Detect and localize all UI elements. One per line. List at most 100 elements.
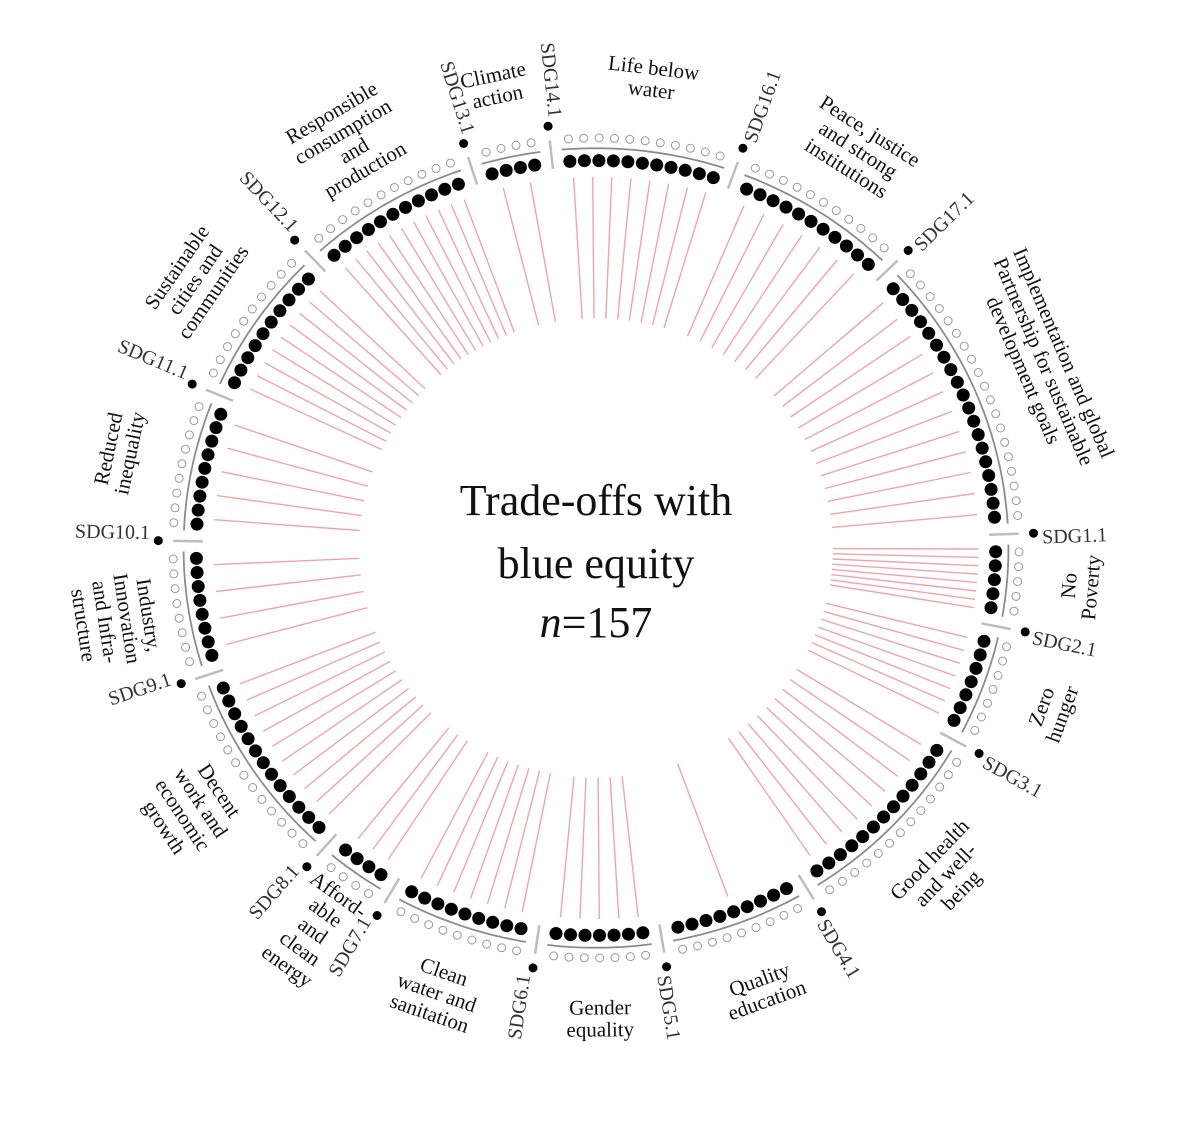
target-marker-sdg3: [895, 828, 905, 838]
target-marker-sdg4: [765, 917, 775, 927]
trade-off-link-sdg3: [757, 715, 858, 820]
target-anchor-sdg10: [153, 536, 163, 546]
target-marker-sdg7: [351, 880, 361, 890]
target-dot-sdg17: [988, 510, 1001, 524]
goal-label-line: water: [627, 75, 676, 104]
target-dot-sdg17: [984, 482, 998, 496]
target-dot-sdg4: [699, 914, 713, 927]
target-dot-sdg13: [528, 158, 542, 172]
target-dot-sdg9: [195, 607, 209, 621]
target-marker-sdg14: [685, 143, 695, 153]
target-marker-sdg4: [693, 941, 703, 951]
target-marker-sdg2: [976, 712, 986, 722]
trade-off-link-sdg17: [827, 471, 971, 502]
target-marker-sdg3: [952, 757, 962, 767]
target-dot-sdg8: [292, 800, 306, 814]
target-dot-sdg2: [964, 675, 978, 689]
target-marker-sdg13: [511, 140, 521, 150]
target-dot-sdg4: [727, 905, 741, 919]
target-marker-sdg12: [326, 224, 336, 234]
target-marker-sdg4: [793, 904, 803, 913]
trade-off-link-sdg1: [832, 563, 978, 575]
trade-off-link-sdg3: [774, 698, 886, 792]
target-dot-sdg2: [947, 713, 961, 727]
target-dot-sdg9: [190, 566, 204, 579]
target-dot-sdg8: [265, 767, 278, 781]
target-marker-sdg7: [326, 863, 336, 873]
target-marker-sdg17: [916, 280, 925, 290]
target-marker-sdg6: [452, 930, 462, 940]
arc-sdg17: [896, 274, 1009, 524]
separator-sdg6: [533, 925, 541, 954]
trade-off-link-sdg8: [282, 679, 403, 762]
trade-off-link-sdg10: [214, 519, 360, 532]
target-marker-sdg17: [925, 292, 935, 302]
trade-off-link-sdg2: [818, 626, 956, 677]
goal-label-line: Poverty: [1076, 553, 1105, 621]
target-anchor-sdg3: [974, 749, 984, 758]
target-marker-sdg6: [410, 913, 420, 923]
target-dot-sdg3: [845, 839, 859, 853]
target-marker-sdg8: [267, 806, 276, 816]
trade-off-link-sdg7: [387, 740, 468, 860]
target-dot-sdg12: [374, 215, 387, 229]
target-marker-sdg3: [825, 885, 835, 895]
target-marker-sdg10: [174, 473, 184, 483]
target-dot-sdg4: [685, 917, 699, 931]
trade-off-link-sdg17: [824, 451, 966, 490]
trade-off-link-sdg6: [486, 767, 530, 905]
target-dot-sdg12: [438, 182, 452, 196]
target-label-sdg4: SDG4.1: [812, 915, 864, 982]
trade-off-link-sdg16: [711, 223, 784, 349]
separator-sdg3: [939, 731, 967, 748]
trade-off-link-sdg11: [289, 324, 408, 411]
trade-off-link-sdg17: [830, 492, 975, 515]
trade-off-link-sdg14: [572, 177, 583, 319]
target-dot-sdg14: [706, 171, 720, 185]
target-dot-sdg13: [485, 167, 499, 181]
target-marker-sdg14: [594, 133, 604, 143]
trade-off-link-sdg5: [609, 777, 620, 919]
target-marker-sdg11: [266, 280, 276, 290]
target-marker-sdg2: [1002, 642, 1011, 652]
target-dot-sdg12: [411, 194, 425, 208]
trade-off-link-sdg17: [797, 353, 923, 429]
target-dot-sdg16: [753, 188, 767, 202]
target-dot-sdg9: [193, 593, 207, 607]
separator-sdg7: [383, 877, 401, 904]
trade-off-link-sdg13: [529, 182, 557, 322]
target-marker-sdg10: [169, 518, 179, 528]
target-marker-sdg17: [951, 328, 961, 338]
target-dot-sdg17: [975, 441, 989, 455]
target-dot-sdg8: [256, 756, 270, 770]
target-marker-sdg8: [257, 794, 267, 804]
target-label-sdg11: SDG11.1: [115, 335, 192, 384]
target-dot-sdg17: [979, 455, 993, 469]
target-marker-sdg4: [722, 933, 732, 943]
target-marker-sdg6: [396, 907, 406, 917]
target-dot-sdg14: [678, 163, 692, 177]
target-dot-sdg10: [201, 448, 215, 462]
trade-off-link-sdg14: [628, 180, 651, 321]
trade-off-link-sdg12: [425, 215, 492, 343]
trade-off-link-sdg6: [420, 751, 489, 879]
separator-sdg12: [304, 249, 327, 273]
target-marker-sdg12: [363, 198, 373, 208]
sample-size-value: =157: [562, 598, 653, 647]
target-marker-sdg14: [715, 151, 725, 161]
target-marker-sdg14: [655, 138, 665, 148]
target-anchor-sdg2: [1020, 627, 1030, 637]
separator-sdg13: [466, 156, 479, 185]
target-marker-sdg11: [230, 329, 240, 339]
target-dot-sdg5: [578, 928, 592, 942]
target-dot-sdg8: [302, 810, 316, 824]
target-dot-sdg14: [692, 167, 706, 181]
trade-off-link-sdg6: [436, 756, 499, 886]
target-dot-sdg5: [636, 926, 650, 940]
target-marker-sdg17: [959, 341, 969, 351]
trade-off-link-sdg7: [372, 734, 459, 850]
target-dot-sdg17: [922, 326, 936, 340]
target-dot-sdg13: [513, 161, 527, 174]
trade-off-link-sdg11: [272, 349, 397, 426]
target-marker-sdg3: [873, 848, 883, 858]
